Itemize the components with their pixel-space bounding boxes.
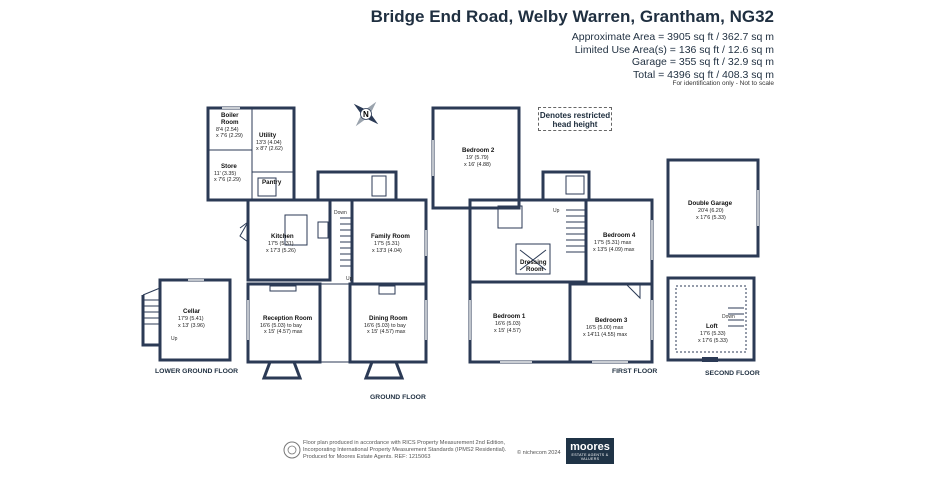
first-floor-plan: Bedroom 2 19' (5.79) x 16' (4.88) Bedroo… — [431, 106, 654, 364]
floor-label-second: SECOND FLOOR — [705, 370, 760, 377]
restricted-height-legend: Denotes restricted head height — [538, 107, 612, 131]
moores-logo: moores ESTATE AGENTS & VALUERS — [566, 438, 614, 464]
compass-letter: N — [363, 110, 369, 119]
area-total: Total = 4396 sq ft / 408.3 sq m — [633, 68, 774, 81]
boiler-name-1: Boiler — [221, 112, 239, 119]
bed4-name: Bedroom 4 — [603, 232, 636, 239]
boiler-dim-1: 8'4 (2.54) — [216, 127, 239, 133]
dining-dim-2: x 15' (4.57) max — [367, 329, 406, 335]
cellar-dim-1: 17'9 (5.41) — [178, 316, 204, 322]
kitchen-dim-2: x 17'3 (5.26) — [266, 248, 296, 254]
bed1-name: Bedroom 1 — [493, 313, 526, 320]
bed2-name: Bedroom 2 — [462, 147, 495, 154]
garage-dim-2: x 17'6 (5.33) — [696, 215, 726, 221]
kitchen-dim-1: 17'5 (5.31) — [268, 241, 294, 247]
floor-label-lower: LOWER GROUND FLOOR — [155, 368, 238, 375]
cellar-name: Cellar — [183, 308, 201, 315]
dining-dim-1: 16'6 (5.03) to bay — [364, 323, 406, 329]
bed4-dim-2: x 13'5 (4.09) max — [593, 247, 635, 253]
logo-brand: moores — [570, 441, 610, 453]
reception-dim-1: 16'6 (5.03) to bay — [260, 323, 302, 329]
boiler-dim-2: x 7'6 (2.29) — [216, 133, 243, 139]
footer-credit: © nichecom 2024 — [517, 450, 561, 456]
bed1-dim-1: 16'6 (5.03) — [495, 321, 521, 327]
reception-name: Reception Room — [263, 315, 313, 322]
family-dim-2: x 13'3 (4.04) — [372, 248, 402, 254]
footer-line-3: Produced for Moores Estate Agents. REF: … — [303, 454, 431, 460]
bed1-dim-2: x 15' (4.57) — [494, 328, 521, 334]
utility-dim-2: x 8'7 (2.62) — [256, 146, 283, 152]
dressing-name-1: Dressing — [520, 259, 547, 266]
rics-badge-icon — [283, 441, 301, 459]
ground-down-label: Down — [334, 210, 347, 216]
footer-line-1: Floor plan produced in accordance with R… — [303, 440, 506, 446]
ground-floor-plan: Boiler Room 8'4 (2.54) x 7'6 (2.29) Util… — [206, 106, 428, 380]
page-title: Bridge End Road, Welby Warren, Grantham,… — [370, 7, 774, 26]
logo-subtitle: ESTATE AGENTS & VALUERS — [571, 453, 609, 461]
cellar-dim-2: x 13' (3.96) — [178, 323, 205, 329]
utility-name: Utility — [259, 132, 277, 139]
reception-dim-2: x 15' (4.57) max — [264, 329, 303, 335]
pantry-name: Pantry — [262, 179, 282, 186]
dressing-name-2: Room — [526, 266, 544, 273]
kitchen-name: Kitchen — [271, 233, 294, 240]
footer-disclaimer: Floor plan produced in accordance with R… — [303, 440, 506, 461]
utility-dim-1: 13'3 (4.04) — [256, 140, 282, 146]
store-dim-1: 11' (3.35) — [214, 171, 236, 177]
loft-dim-2: x 17'6 (5.33) — [698, 338, 728, 344]
floor-label-first: FIRST FLOOR — [612, 368, 657, 375]
area-garage: Garage = 355 sq ft / 32.9 sq m — [631, 56, 774, 69]
bed3-dim-1: 16'5 (5.00) max — [586, 325, 624, 331]
loft-plan: Down Loft 17'6 (5.33) x 17'6 (5.33) — [666, 276, 756, 362]
legend-line-1: Denotes restricted — [539, 111, 611, 120]
garage-dim-1: 20'4 (6.20) — [698, 208, 724, 214]
family-dim-1: 17'5 (5.31) — [374, 241, 400, 247]
bed3-dim-2: x 14'11 (4.55) max — [583, 332, 627, 338]
legend-line-2: head height — [552, 120, 598, 129]
bed2-dim-1: 19' (5.79) — [466, 155, 489, 161]
store-name: Store — [221, 163, 237, 170]
area-limited: Limited Use Area(s) = 136 sq ft / 12.6 s… — [574, 43, 774, 56]
floor-label-ground: GROUND FLOOR — [370, 394, 426, 401]
ground-up-label: Up — [346, 276, 353, 282]
bed3-name: Bedroom 3 — [595, 317, 628, 324]
first-up-label: Up — [553, 208, 560, 214]
family-name: Family Room — [371, 233, 410, 240]
bed2-dim-2: x 16' (4.88) — [464, 162, 491, 168]
loft-dim-1: 17'6 (5.33) — [700, 331, 726, 337]
loft-down-label: Down — [722, 314, 735, 320]
cellar-room: Cellar 17'9 (5.41) x 13' (3.96) Up — [141, 278, 232, 362]
footer-line-2: Incorporating International Property Mea… — [303, 447, 507, 453]
cellar-up-label: Up — [171, 336, 178, 342]
compass-icon: N — [353, 101, 379, 127]
loft-name: Loft — [706, 323, 718, 330]
garage-name: Double Garage — [688, 200, 733, 207]
area-summary: Approximate Area = 3905 sq ft / 362.7 sq… — [572, 31, 774, 81]
garage-plan: Double Garage 20'4 (6.20) x 17'6 (5.33) — [666, 158, 760, 258]
scale-note: For identification only - Not to scale — [672, 80, 774, 87]
dining-name: Dining Room — [369, 315, 408, 322]
area-approx: Approximate Area = 3905 sq ft / 362.7 sq… — [571, 31, 774, 43]
store-dim-2: x 7'6 (2.29) — [214, 177, 241, 183]
bed4-dim-1: 17'5 (5.31) max — [594, 240, 632, 246]
boiler-name-2: Room — [221, 119, 239, 126]
